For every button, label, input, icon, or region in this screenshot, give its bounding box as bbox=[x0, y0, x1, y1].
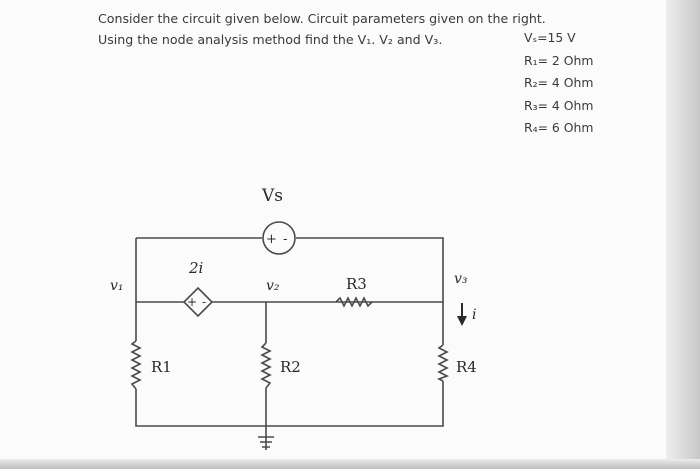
page-edge-shadow bbox=[666, 0, 700, 469]
problem-line-2: Using the node analysis method find the … bbox=[98, 32, 443, 47]
dependent-minus: - bbox=[202, 295, 206, 309]
param-r2: R₂= 4 Ohm bbox=[524, 75, 594, 90]
voltage-source bbox=[262, 221, 296, 255]
r3-resistor bbox=[335, 296, 373, 308]
source-label: Vs bbox=[261, 186, 283, 206]
current-arrow bbox=[457, 303, 467, 326]
r1-label: R1 bbox=[151, 358, 172, 376]
dependent-plus: + bbox=[187, 295, 197, 309]
r2-resistor bbox=[260, 342, 272, 389]
node-v1-label: v₁ bbox=[110, 278, 124, 294]
node-v2-label: v₂ bbox=[266, 278, 280, 294]
current-label: i bbox=[472, 307, 476, 323]
param-r3: R₃= 4 Ohm bbox=[524, 97, 594, 113]
r1-resistor bbox=[130, 340, 142, 390]
r4-resistor bbox=[437, 344, 449, 382]
dependent-source-label: 2i bbox=[188, 259, 204, 277]
problem-statement: Consider the circuit given below. Circui… bbox=[98, 8, 546, 50]
page-bottom-shadow bbox=[0, 459, 700, 469]
problem-line-1: Consider the circuit given below. Circui… bbox=[98, 11, 546, 26]
left-bottom-wire bbox=[135, 238, 444, 427]
r4-label: R4 bbox=[456, 358, 477, 376]
top-wire bbox=[136, 237, 444, 345]
unknown-v1: V₁ bbox=[357, 32, 372, 47]
parameter-list: Vₛ=15 V R₁= 2 Ohm R₂= 4 Ohm R₃= 4 Ohm R₄… bbox=[524, 27, 593, 140]
ground-symbol bbox=[258, 436, 274, 448]
dependent-source-diamond bbox=[182, 286, 214, 318]
source-plus: + bbox=[266, 232, 277, 247]
param-vs: Vₛ=15 V bbox=[524, 30, 576, 45]
r3-label: R3 bbox=[346, 275, 367, 293]
r2-label: R2 bbox=[280, 358, 301, 376]
unknown-v2: V₂ bbox=[379, 32, 393, 47]
param-r1: R₁= 2 Ohm bbox=[524, 52, 594, 68]
source-minus: - bbox=[283, 232, 287, 247]
unknown-v3: V₃ bbox=[424, 32, 439, 47]
node-v3-label: v₃ bbox=[454, 271, 468, 287]
param-r4: R₄= 6 Ohm bbox=[524, 120, 594, 135]
